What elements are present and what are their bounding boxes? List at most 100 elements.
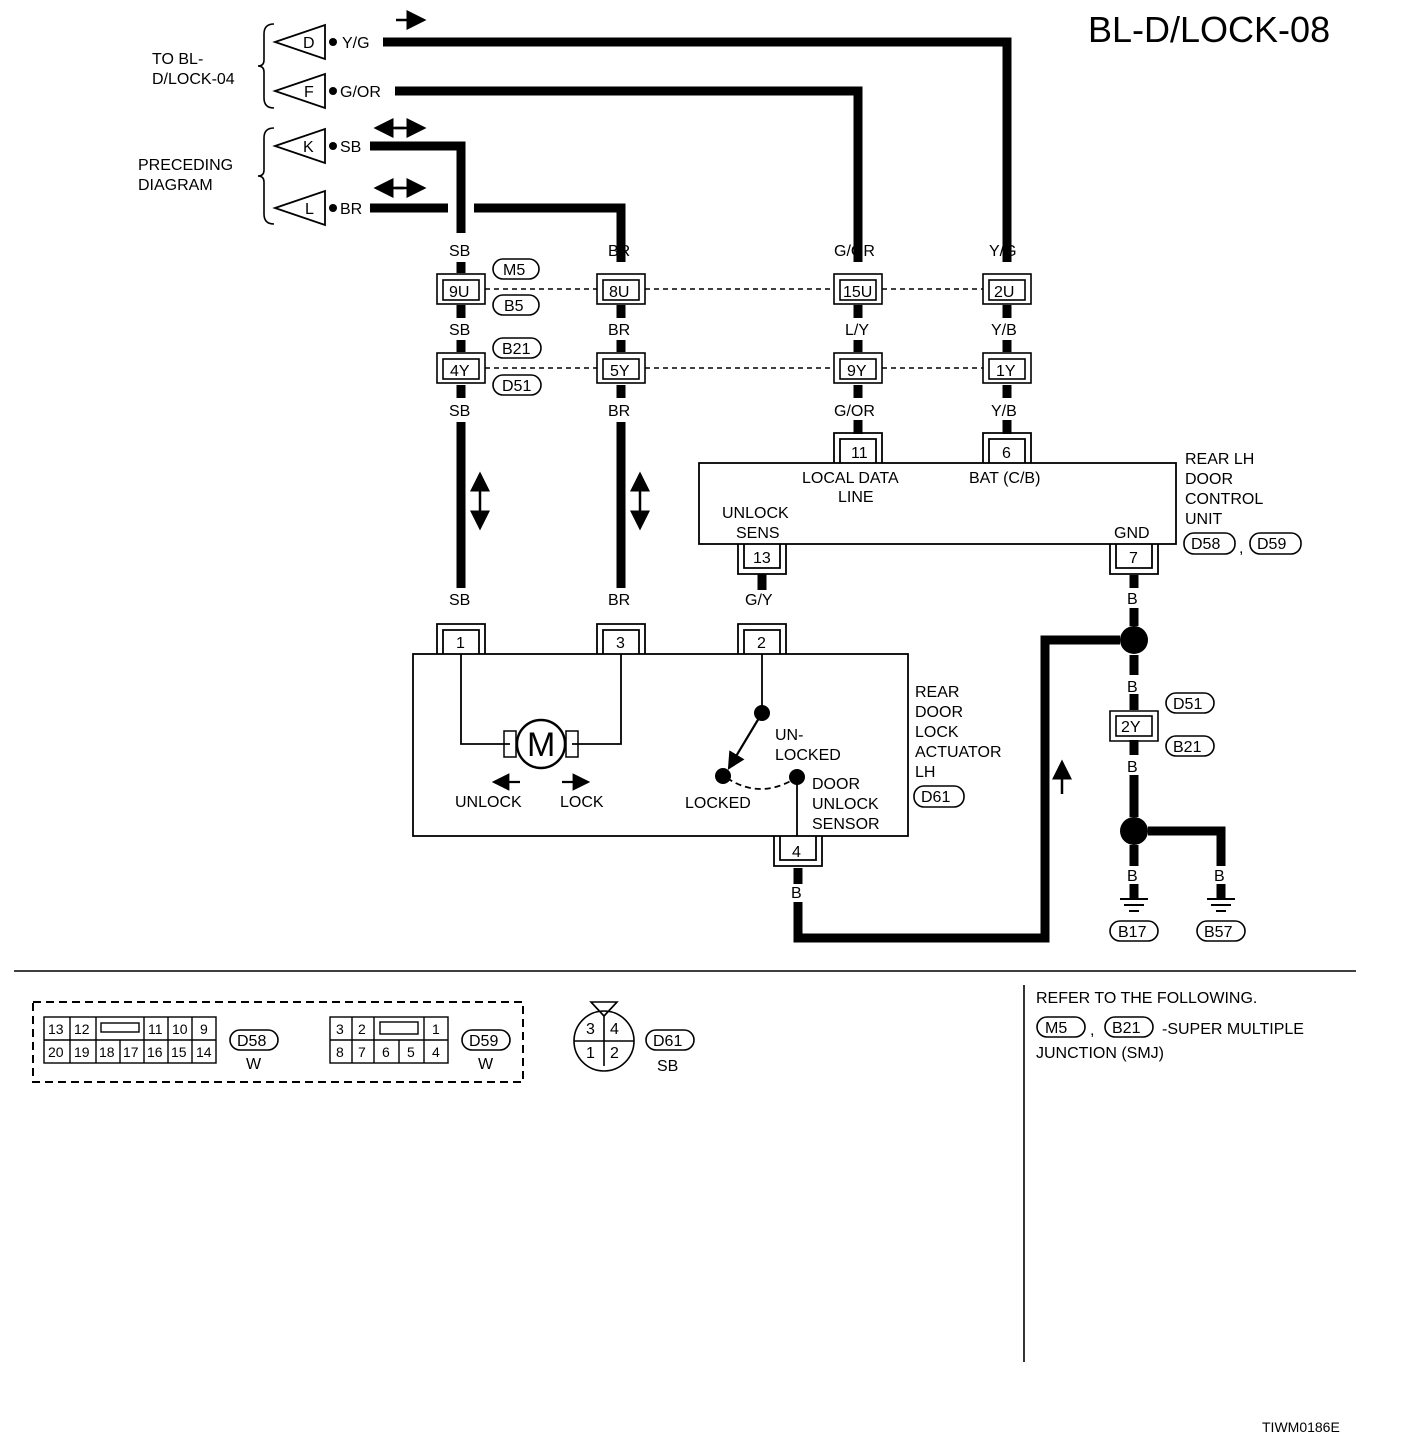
- d58-face: [43, 1016, 279, 1064]
- actuator-pin: 1: [456, 635, 465, 652]
- wire-label: Y/G: [989, 243, 1017, 260]
- ground-id: B17: [1118, 924, 1147, 941]
- smj-id: M5: [503, 262, 525, 279]
- actuator-name: LH: [915, 764, 935, 781]
- wire-label: G/OR: [834, 403, 875, 420]
- smj-pin: 5Y: [610, 363, 630, 380]
- wire-label: G/Y: [745, 592, 773, 609]
- figure-code: TIWM0186E: [1262, 1419, 1340, 1435]
- actuator-name: LOCK: [915, 724, 959, 741]
- wire-label: SB: [449, 592, 470, 609]
- smj-pin: 1Y: [996, 363, 1016, 380]
- d58-color: W: [246, 1056, 262, 1073]
- actuator-id: D61: [921, 789, 950, 806]
- refer-badges: [1036, 1016, 1154, 1038]
- d58-pin: 9: [200, 1021, 208, 1037]
- ground-wires: [793, 575, 1226, 943]
- d58-pin: 18: [99, 1044, 115, 1060]
- cu-name: DOOR: [1185, 471, 1233, 488]
- actuator-name: DOOR: [915, 704, 963, 721]
- control-unit-box: [698, 432, 1177, 575]
- smj-row-1: [436, 273, 1032, 305]
- wire-label: B: [1214, 868, 1225, 885]
- preceding-label-2: DIAGRAM: [138, 177, 213, 194]
- refer-text: JUNCTION (SMJ): [1036, 1045, 1164, 1062]
- ground-conn-pin: 2Y: [1121, 719, 1141, 736]
- connector-f: F G/OR: [272, 72, 381, 110]
- wire-label: B: [1127, 679, 1138, 696]
- d59-pin: 3: [336, 1021, 344, 1037]
- svg-text:SB: SB: [340, 139, 361, 156]
- d61-face: [573, 1001, 695, 1072]
- wires-thin-stubs: [456, 262, 1012, 590]
- smj-pin: 4Y: [450, 363, 470, 380]
- connector-k: K SB: [272, 127, 361, 165]
- d59-id: D59: [469, 1033, 498, 1050]
- actuator-contacts: [715, 705, 805, 785]
- d58-pin: 11: [148, 1021, 163, 1037]
- splice-dots: [1120, 626, 1148, 845]
- svg-text:BR: BR: [340, 201, 362, 218]
- refer-heading: REFER TO THE FOLLOWING.: [1036, 990, 1257, 1007]
- d58-pin: 16: [147, 1044, 163, 1060]
- d58-pin: 13: [48, 1021, 64, 1037]
- connector-d: D Y/G: [272, 23, 370, 61]
- d58-id: D58: [237, 1033, 266, 1050]
- d58-pin: 20: [48, 1044, 64, 1060]
- to-bl-label-2: D/LOCK-04: [152, 71, 235, 88]
- d61-pin: 1: [586, 1045, 595, 1062]
- refer-text: -SUPER MULTIPLE: [1162, 1021, 1304, 1038]
- wire-label: SB: [449, 243, 470, 260]
- d59-pin: 7: [358, 1044, 366, 1060]
- d61-pin: 3: [586, 1021, 595, 1038]
- connector-l: L BR: [272, 189, 362, 227]
- cu-name: CONTROL: [1185, 491, 1263, 508]
- wire-label: Y/B: [991, 403, 1017, 420]
- smj-pin: 8U: [609, 284, 629, 301]
- ground-symbols: [1109, 898, 1246, 942]
- actuator-pin: 3: [616, 635, 625, 652]
- d58-pin: 19: [74, 1044, 90, 1060]
- cu-id-sep: ,: [1239, 540, 1243, 557]
- svg-text:D: D: [303, 35, 315, 52]
- svg-text:Y/G: Y/G: [342, 35, 370, 52]
- wire-label: BR: [608, 403, 630, 420]
- svg-text:L: L: [305, 201, 314, 218]
- smj-pin: 9Y: [847, 363, 867, 380]
- smj-pin: 9U: [449, 284, 469, 301]
- cu-pin-label: LINE: [838, 489, 874, 506]
- unlock-label: UNLOCK: [455, 794, 522, 811]
- svg-text:F: F: [304, 84, 314, 101]
- d58-pin: 15: [171, 1044, 187, 1060]
- cu-name: UNIT: [1185, 511, 1223, 528]
- cu-pin-label: UNLOCK: [722, 505, 789, 522]
- d58-pin: 10: [172, 1021, 188, 1037]
- ground-conn-id: D51: [1173, 696, 1202, 713]
- smj-id: D51: [502, 378, 531, 395]
- d61-color: SB: [657, 1058, 678, 1075]
- cu-pin: 7: [1129, 550, 1138, 567]
- unlocked-label: LOCKED: [775, 747, 841, 764]
- actuator-pin: 4: [792, 844, 801, 861]
- cu-pin-label: LOCAL DATA: [802, 470, 899, 487]
- svg-text:G/OR: G/OR: [340, 84, 381, 101]
- wire-label: G/OR: [834, 243, 875, 260]
- d59-pin: 5: [407, 1044, 415, 1060]
- smj-id: B5: [504, 298, 524, 315]
- d58-pin: 17: [123, 1044, 139, 1060]
- unlocked-label: UN-: [775, 727, 803, 744]
- wire-label: Y/B: [991, 322, 1017, 339]
- smj1-badges: [492, 258, 540, 316]
- d59-pin: 2: [358, 1021, 366, 1037]
- actuator-id-badge: [913, 785, 965, 808]
- d58-pin: 12: [74, 1021, 90, 1037]
- d59-pin: 6: [382, 1044, 390, 1060]
- d61-id: D61: [653, 1033, 682, 1050]
- d58-pin: 14: [196, 1044, 212, 1060]
- d59-face: [329, 1016, 511, 1064]
- wire-label: BR: [608, 243, 630, 260]
- bidirectional-arrows: [470, 471, 1072, 794]
- preceding-label-1: PRECEDING: [138, 157, 233, 174]
- cu-pin: 6: [1002, 445, 1011, 462]
- d61-pin: 4: [610, 1021, 619, 1038]
